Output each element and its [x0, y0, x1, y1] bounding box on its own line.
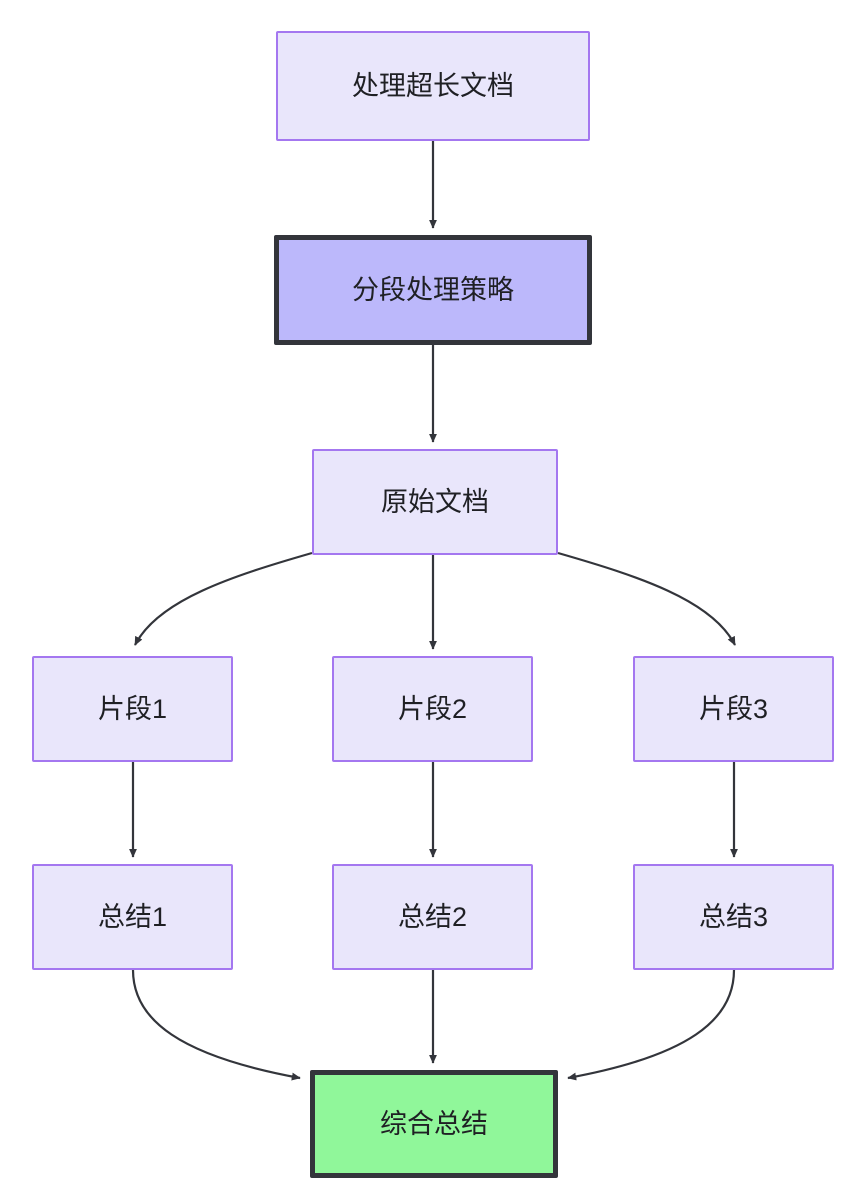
edge-n9-n10 [567, 969, 736, 1081]
node-label: 总结2 [397, 901, 468, 932]
node-label: 片段2 [397, 693, 468, 724]
node-process-long-document[interactable]: 处理超长文档 [276, 31, 590, 141]
node-label: 片段3 [698, 693, 769, 724]
node-label: 原始文档 [381, 486, 489, 517]
node-label: 片段1 [97, 693, 168, 724]
node-source-document[interactable]: 原始文档 [312, 449, 558, 555]
node-label: 处理超长文档 [352, 70, 514, 101]
edge-n3-n6 [557, 551, 736, 646]
node-summary-1[interactable]: 总结1 [32, 864, 233, 970]
node-fragment-1[interactable]: 片段1 [32, 656, 233, 762]
node-label: 总结1 [97, 901, 168, 932]
node-label: 综合总结 [380, 1108, 488, 1139]
node-label: 分段处理策略 [352, 274, 514, 305]
edge-n7-n10 [131, 969, 301, 1081]
edge-n3-n4 [134, 551, 313, 646]
node-label: 总结3 [698, 901, 769, 932]
node-chunking-strategy[interactable]: 分段处理策略 [274, 235, 592, 345]
node-summary-3[interactable]: 总结3 [633, 864, 834, 970]
node-fragment-2[interactable]: 片段2 [332, 656, 533, 762]
node-summary-2[interactable]: 总结2 [332, 864, 533, 970]
node-fragment-3[interactable]: 片段3 [633, 656, 834, 762]
node-combined-summary[interactable]: 综合总结 [310, 1070, 558, 1178]
